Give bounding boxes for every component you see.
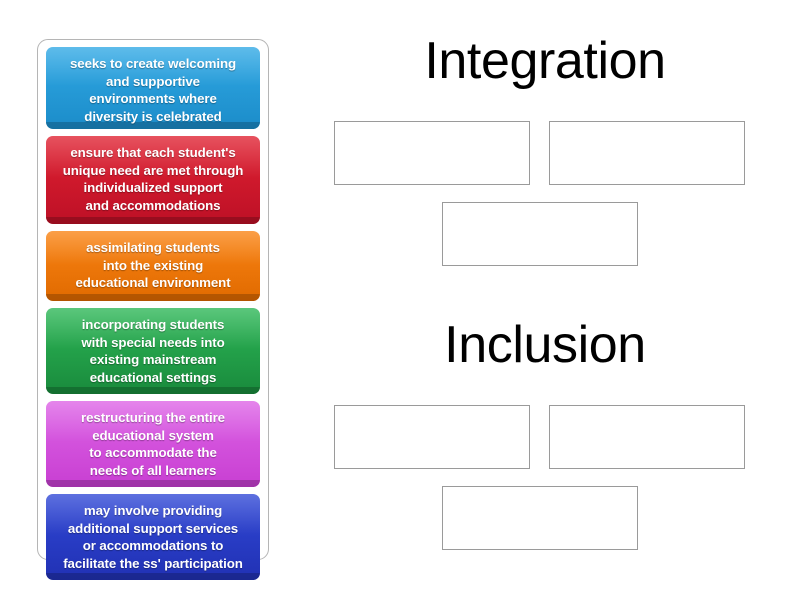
tile-label: ensure that each student's unique need a…: [62, 145, 244, 213]
draggable-tile[interactable]: ensure that each student's unique need a…: [46, 136, 260, 224]
tile-label: incorporating students with special need…: [81, 317, 225, 385]
draggable-tile[interactable]: seeks to create welcoming and supportive…: [46, 47, 260, 129]
dropzone[interactable]: [442, 202, 638, 266]
tile-label: may involve providing additional support…: [63, 503, 243, 571]
tile-label: assimilating students into the existing …: [75, 240, 231, 290]
dropzone[interactable]: [334, 121, 530, 185]
draggable-tile[interactable]: may involve providing additional support…: [46, 494, 260, 580]
draggable-tile[interactable]: restructuring the entire educational sys…: [46, 401, 260, 487]
tile-label: seeks to create welcoming and supportive…: [69, 56, 236, 124]
category-title: Integration: [424, 32, 666, 90]
category-integration: Integration: [300, 32, 790, 282]
draggable-tile[interactable]: assimilating students into the existing …: [46, 231, 260, 301]
tile-label: restructuring the entire educational sys…: [81, 410, 225, 478]
category-title: Inclusion: [444, 316, 646, 374]
dropzone[interactable]: [549, 121, 745, 185]
draggable-tile-panel: seeks to create welcoming and supportive…: [37, 39, 269, 580]
dropzone[interactable]: [334, 405, 530, 469]
category-inclusion: Inclusion: [300, 316, 790, 566]
dropzone[interactable]: [442, 486, 638, 550]
dropzone[interactable]: [549, 405, 745, 469]
draggable-tile[interactable]: incorporating students with special need…: [46, 308, 260, 394]
